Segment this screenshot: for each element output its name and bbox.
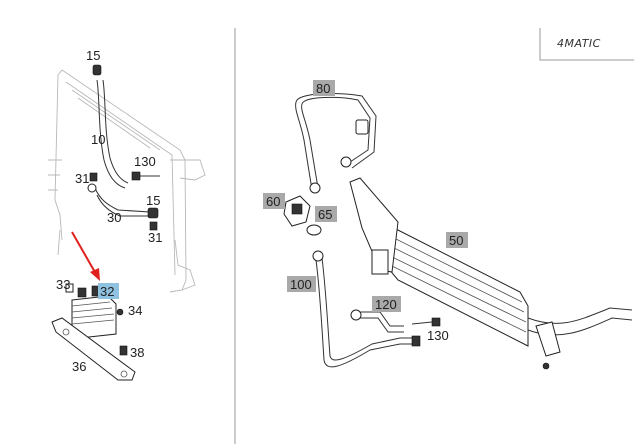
- radiator-ghost: [48, 69, 206, 293]
- callout-50-badge: 50: [446, 232, 468, 248]
- callout-80-badge: 80: [313, 80, 335, 96]
- callout-30: 30: [107, 210, 121, 225]
- pipe-100: [312, 250, 421, 368]
- bolt-130-right: [411, 317, 441, 327]
- pipe-80: [295, 93, 377, 194]
- cooler-50: [349, 177, 633, 370]
- callout-15-top: 15: [86, 48, 100, 63]
- callout-32-highlight: 32: [98, 283, 119, 299]
- clamp-31-a: [89, 172, 98, 182]
- callout-100-badge: 100: [287, 276, 316, 292]
- logo-text: 4MATIC: [557, 37, 601, 50]
- callout-60: 60: [266, 194, 280, 209]
- callout-33: 33: [56, 277, 70, 292]
- hose-30: [87, 183, 159, 219]
- callout-65: 65: [318, 207, 332, 222]
- callout-15-lower: 15: [146, 193, 160, 208]
- red-arrow: [71, 231, 100, 281]
- callout-31-left: 31: [75, 171, 89, 186]
- callout-36: 36: [72, 359, 86, 374]
- callout-60-badge: 60: [263, 193, 285, 209]
- bracket-60: [283, 195, 311, 227]
- oring-65: [306, 224, 322, 236]
- callout-31-lower: 31: [148, 230, 162, 245]
- hose-10: [92, 64, 129, 189]
- bracket-36: [51, 317, 136, 381]
- hose-120: [350, 309, 404, 333]
- callout-34: 34: [128, 303, 142, 318]
- callout-100: 100: [290, 277, 312, 292]
- callout-130-right: 130: [427, 328, 449, 343]
- callout-10: 10: [91, 132, 105, 147]
- bolt-130-left: [131, 171, 160, 181]
- callout-130-left: 130: [134, 154, 156, 169]
- clamp-31-b: [149, 221, 158, 231]
- callout-32: 32: [100, 284, 114, 299]
- 4matic-logo: 4MATIC: [539, 28, 634, 61]
- callout-50: 50: [449, 233, 463, 248]
- callout-80: 80: [316, 81, 330, 96]
- callout-120: 120: [375, 297, 397, 312]
- callout-120-badge: 120: [372, 296, 401, 312]
- callout-38: 38: [130, 345, 144, 360]
- callout-65-badge: 65: [315, 206, 337, 222]
